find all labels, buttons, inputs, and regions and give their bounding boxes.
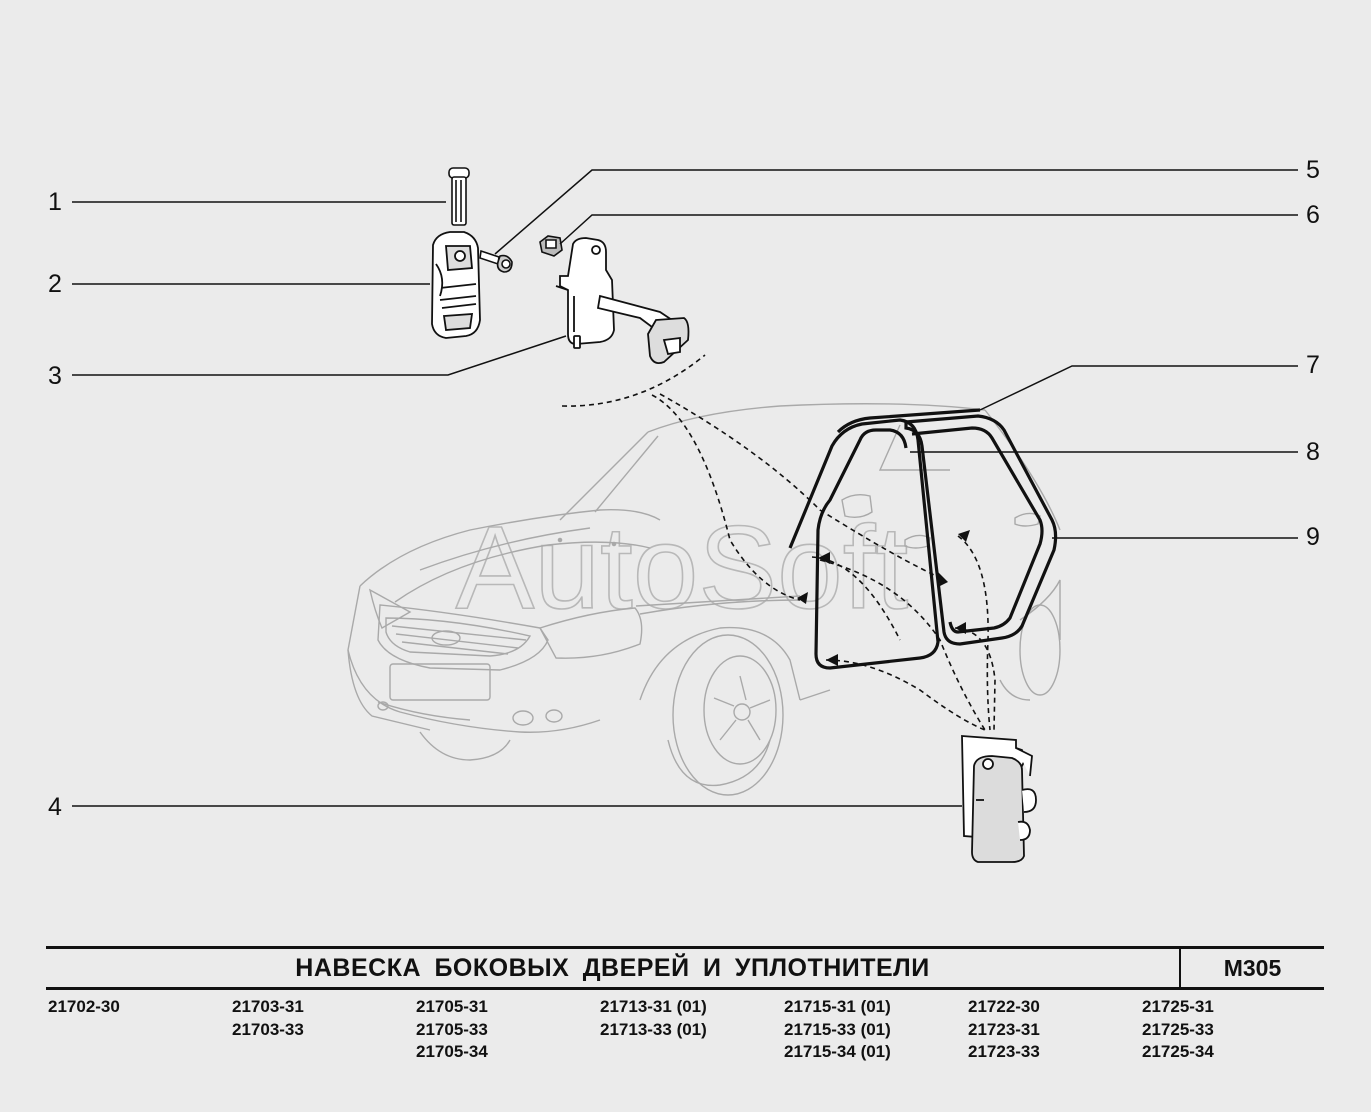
callout-4: 4 <box>48 793 62 821</box>
model-code: 21725-31 <box>1142 997 1214 1016</box>
door-seals <box>788 408 1058 670</box>
model-code: 21723-31 <box>968 1019 1040 1039</box>
model-code: 21725-33 <box>1142 1019 1214 1039</box>
callout-3: 3 <box>48 362 62 390</box>
model-code: 21703-31 <box>232 997 304 1016</box>
callout-1: 1 <box>48 188 62 216</box>
model-code: 21715-34 (01) <box>784 1042 891 1061</box>
callout-2: 2 <box>48 270 62 298</box>
model-code: 21715-31 (01) <box>784 997 891 1016</box>
callout-7: 7 <box>1306 351 1320 379</box>
title-divider <box>1179 949 1181 987</box>
model-code: 21723-33 <box>968 1042 1040 1061</box>
watermark: AutoSoft <box>456 502 909 634</box>
model-column-6: 21722-30 21723-31 21723-33 <box>968 996 1040 1064</box>
page-title: НАВЕСКА БОКОВЫХ ДВЕРЕЙ И УПЛОТНИТЕЛИ <box>295 953 930 982</box>
door-hinge-part <box>431 231 481 339</box>
model-column-4: 21713-31 (01) 21713-33 (01) <box>600 996 707 1041</box>
model-code: 21722-30 <box>968 997 1040 1016</box>
nut-part <box>539 235 563 257</box>
model-code: 21705-34 <box>416 1042 488 1061</box>
model-column-7: 21725-31 21725-33 21725-34 <box>1142 996 1214 1064</box>
model-code: 21703-33 <box>232 1019 304 1039</box>
car-outline <box>347 403 1061 796</box>
callout-5: 5 <box>1306 156 1320 184</box>
callout-leaders <box>72 169 1298 807</box>
model-code: 21715-33 (01) <box>784 1019 891 1039</box>
seal-section-part <box>961 735 1037 863</box>
bolt-part <box>479 249 513 273</box>
arrowheads <box>797 530 970 666</box>
title-block: НАВЕСКА БОКОВЫХ ДВЕРЕЙ И УПЛОТНИТЕЛИ M30… <box>46 946 1324 990</box>
callout-6: 6 <box>1306 201 1320 229</box>
model-code: 21702-30 <box>48 997 120 1016</box>
model-code: 21713-33 (01) <box>600 1019 707 1039</box>
hinge-pin-part <box>448 167 470 226</box>
model-code: 21705-31 <box>416 997 488 1016</box>
section-code: M305 <box>1223 954 1282 981</box>
callout-8: 8 <box>1306 438 1320 466</box>
callout-9: 9 <box>1306 523 1320 551</box>
door-check-part <box>555 237 690 365</box>
model-column-3: 21705-31 21705-33 21705-34 <box>416 996 488 1064</box>
model-code: 21713-31 (01) <box>600 997 707 1016</box>
model-column-5: 21715-31 (01) 21715-33 (01) 21715-34 (01… <box>784 996 891 1064</box>
model-code: 21725-34 <box>1142 1042 1214 1061</box>
model-code: 21705-33 <box>416 1019 488 1039</box>
model-column-2: 21703-31 21703-33 <box>232 996 304 1041</box>
model-column-1: 21702-30 <box>48 996 120 1019</box>
